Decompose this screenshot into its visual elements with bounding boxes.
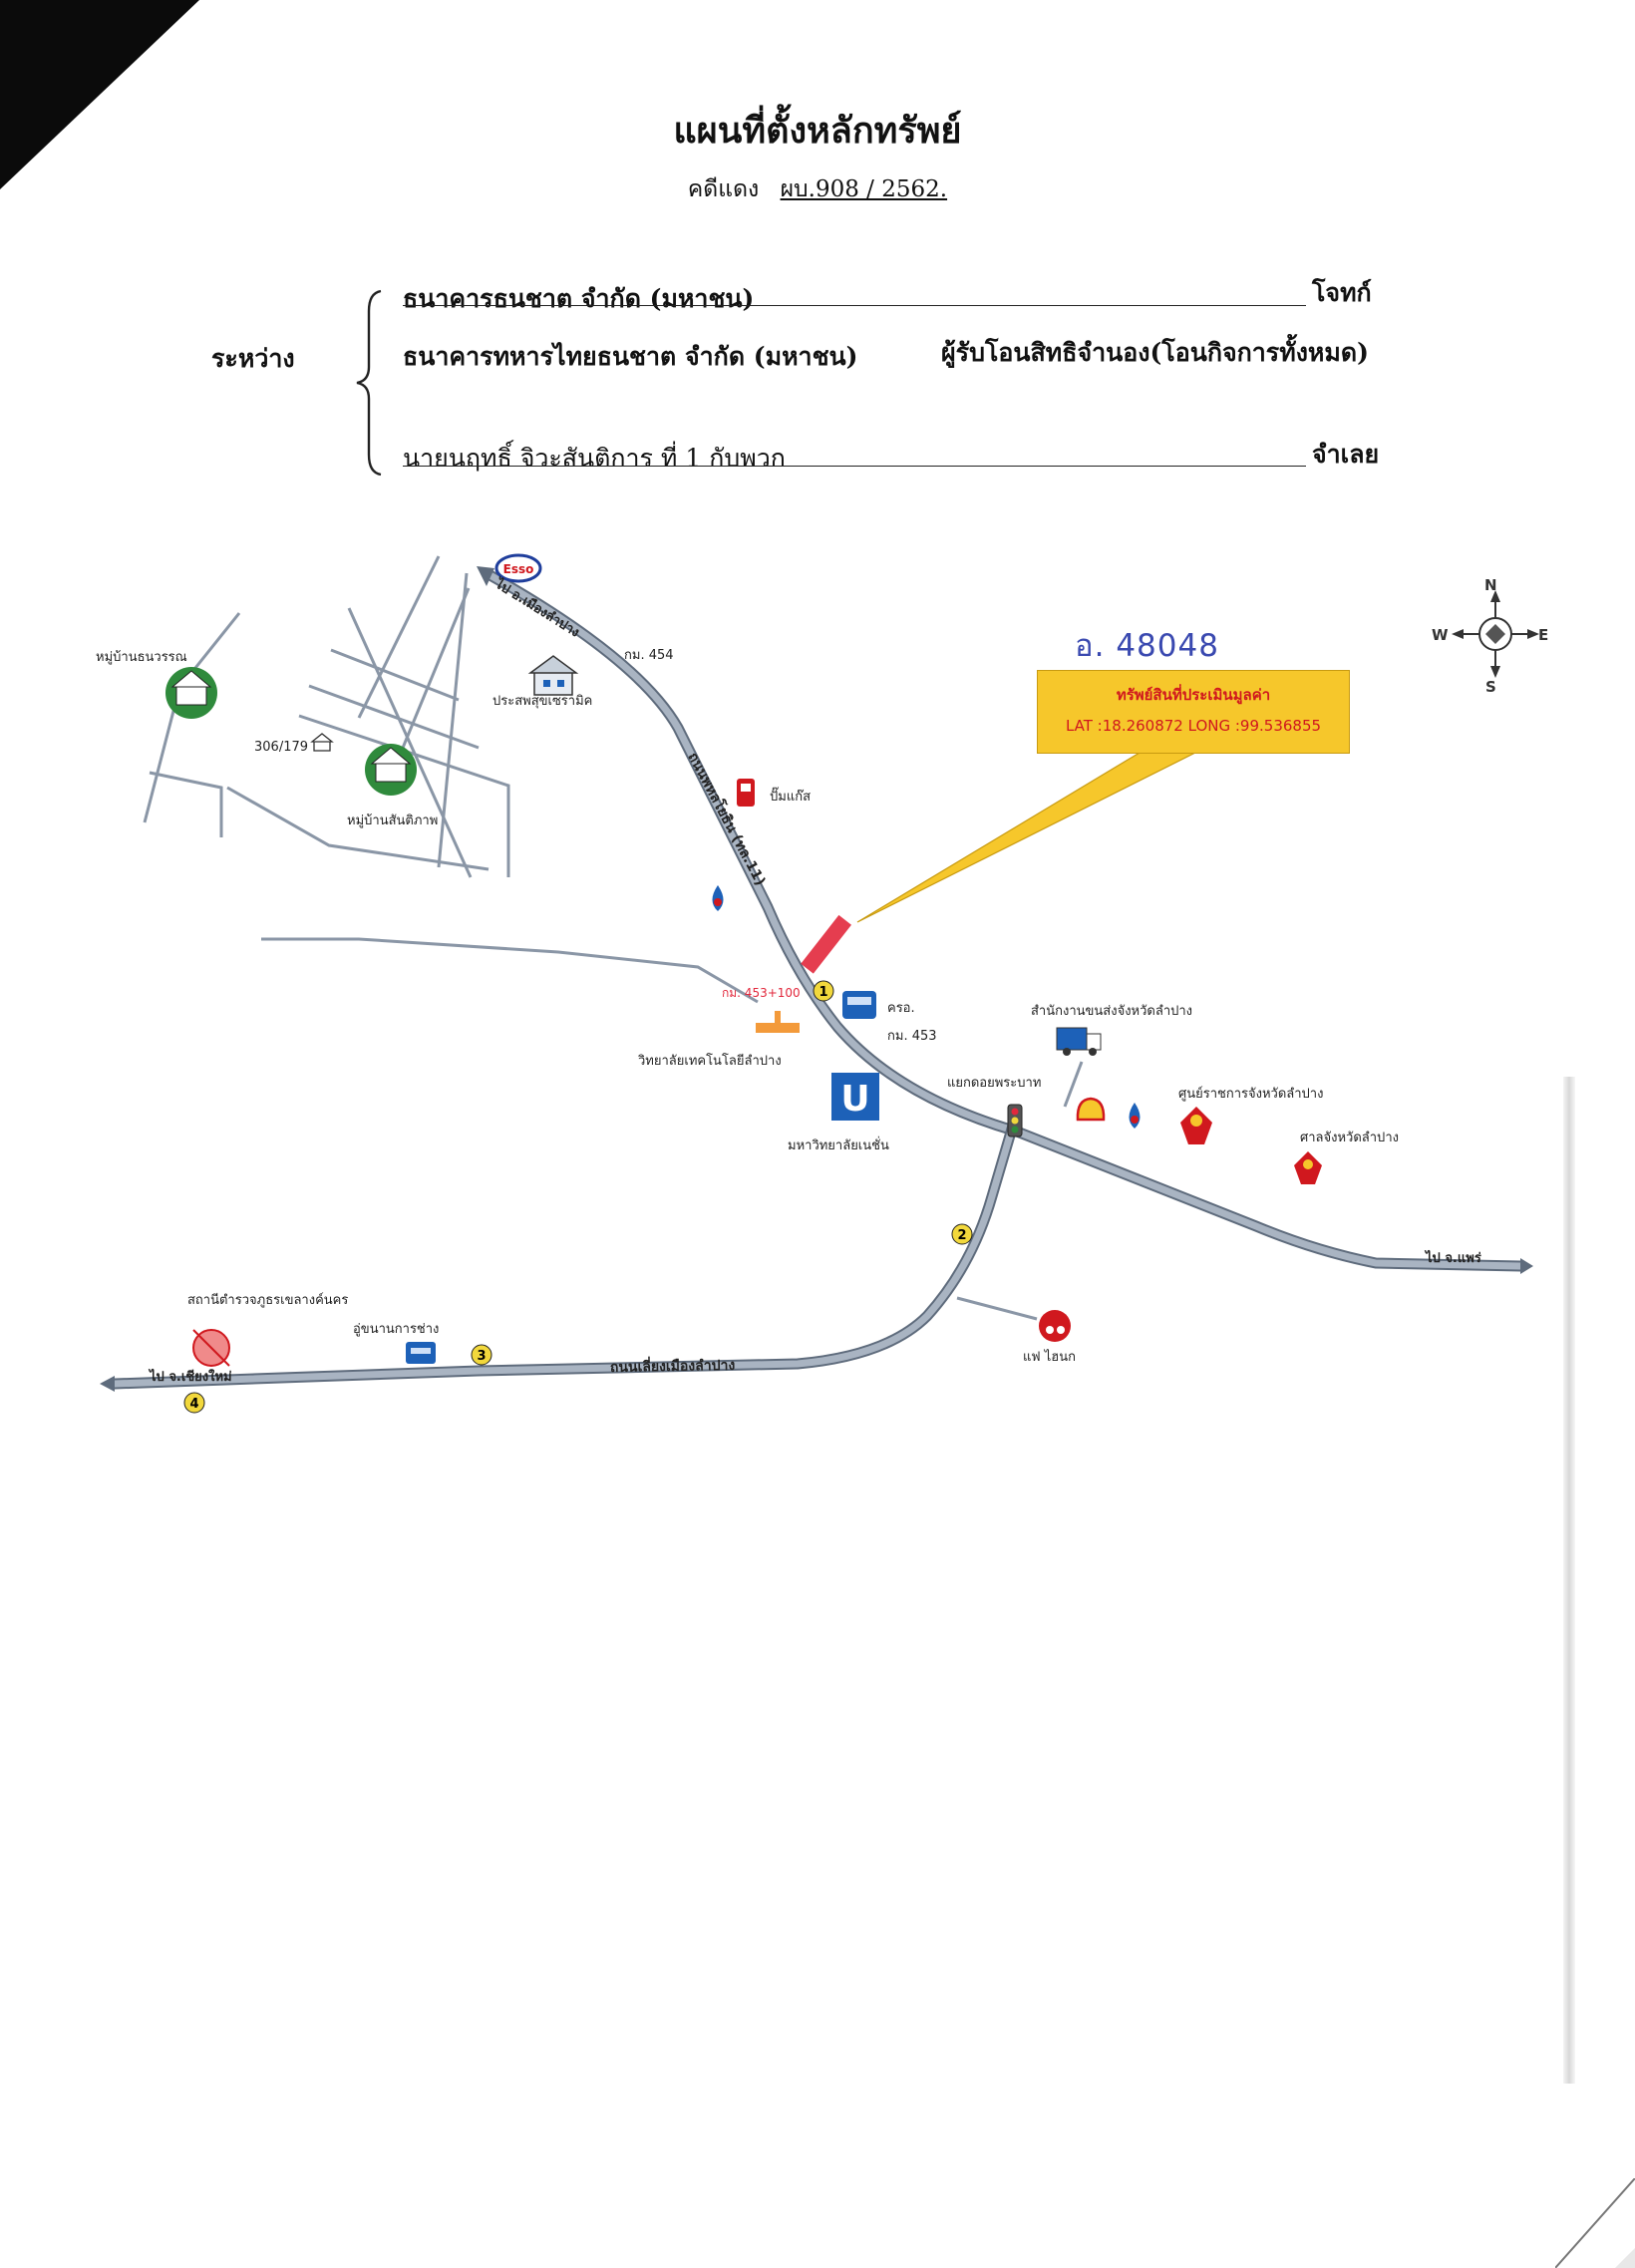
label-college: วิทยาลัยเทคโนโลยีลำปาง bbox=[638, 1054, 782, 1069]
label-ksor: ครอ. bbox=[887, 1001, 915, 1016]
gas-pump-icon bbox=[737, 779, 755, 807]
fuel-drop-icon bbox=[712, 885, 724, 911]
svg-text:Esso: Esso bbox=[503, 562, 534, 576]
road-label-bottom: ถนนเลี่ยงเมืองลำปาง bbox=[610, 1355, 736, 1376]
label-village-thanawan: หมู่บ้านธนวรรณ bbox=[96, 650, 187, 665]
road-label-mueang: ไป อ.เมืองลำปาง bbox=[490, 574, 582, 641]
arrow-to-phrae bbox=[1520, 1258, 1533, 1274]
label-km453: กม. 453 bbox=[887, 1029, 937, 1044]
garuda-emblem-icon bbox=[1294, 1151, 1322, 1184]
arrow-to-chiangmai bbox=[100, 1376, 115, 1392]
case-number: ผบ.908 / 2562. bbox=[780, 176, 948, 202]
garuda-emblem-icon bbox=[1180, 1107, 1212, 1144]
label-transport-office: สำนักงานขนส่งจังหวัดลำปาง bbox=[1031, 1004, 1193, 1019]
scan-corner-shadow bbox=[0, 0, 199, 189]
compass-north: N bbox=[1484, 576, 1497, 594]
police-icon bbox=[192, 1329, 230, 1367]
label-university: มหาวิทยาลัยเนชั่น bbox=[788, 1138, 889, 1153]
compass-south: S bbox=[1485, 678, 1496, 696]
label-garage: อู่ขนานการช่าง bbox=[353, 1322, 440, 1337]
main-roads bbox=[109, 567, 1526, 1390]
label-gov-center: ศูนย์ราชการจังหวัดลำปาง bbox=[1178, 1087, 1324, 1102]
garage-icon bbox=[406, 1342, 436, 1364]
fuel-drop-icon bbox=[1129, 1103, 1141, 1129]
village-streets bbox=[143, 555, 510, 878]
house-icon bbox=[527, 655, 579, 696]
case-number-line: คดีแดง ผบ.908 / 2562. bbox=[0, 171, 1635, 207]
marker-2-text: 2 bbox=[957, 1228, 966, 1243]
brace-symbol bbox=[356, 289, 382, 477]
village-santiphap-icon bbox=[365, 744, 417, 796]
road-label-top: ถนนพหลโยธิน (ทล.11) bbox=[684, 749, 770, 888]
page-title: แผนที่ตั้งหลักทรัพย์ bbox=[673, 110, 962, 152]
university-icon: U bbox=[831, 1073, 879, 1121]
location-map: Esso U bbox=[100, 553, 1539, 1414]
small-house-icon bbox=[310, 733, 334, 752]
km-marker-red: กม. 453+100 bbox=[722, 986, 801, 1000]
plaintiff-name: ธนาคารธนชาต จำกัด (มหาชน) bbox=[403, 284, 755, 313]
compass-icon bbox=[1452, 590, 1539, 678]
defendant-role: จำเลย bbox=[1312, 440, 1380, 469]
marker-4-text: 4 bbox=[189, 1397, 198, 1412]
route-marker: 1 2 3 4 bbox=[183, 980, 973, 1414]
label-house-number: 306/179 bbox=[254, 740, 309, 755]
college-icon bbox=[756, 1011, 800, 1033]
case-label: คดีแดง bbox=[687, 176, 760, 202]
label-gas-pump: ปั๊มแก๊ส bbox=[770, 790, 812, 805]
road-label-phrae: ไป จ.แพร่ bbox=[1424, 1249, 1481, 1266]
defendant-name: นายนฤทธิ์ จิวะสันติการ ที่ 1 กับพวก bbox=[403, 444, 786, 473]
page-edge-shadow bbox=[1563, 1077, 1575, 2084]
compass-east: E bbox=[1538, 626, 1549, 644]
arrow-to-mueang bbox=[477, 566, 494, 586]
callout-title: ทรัพย์สินที่ประเมินมูลค่า bbox=[1116, 686, 1271, 704]
road-label-chiangmai: ไป จ.เชียงใหม่ bbox=[148, 1368, 232, 1385]
traffic-light-icon bbox=[1007, 1104, 1023, 1137]
callout-pointer bbox=[856, 749, 1202, 923]
bus-icon bbox=[842, 991, 876, 1019]
label-motorbike-shop: แฟ ไฮนก bbox=[1023, 1350, 1076, 1365]
marker-3-text: 3 bbox=[477, 1349, 486, 1364]
svg-text:U: U bbox=[840, 1079, 869, 1120]
label-court: ศาลจังหวัดลำปาง bbox=[1300, 1131, 1399, 1145]
shell-logo-icon bbox=[1076, 1097, 1106, 1122]
page-fold-corner bbox=[1555, 2178, 1635, 2268]
esso-logo-icon: Esso bbox=[494, 553, 542, 583]
label-police: สถานีตำรวจภูธรเขลางค์นคร bbox=[187, 1293, 349, 1308]
handwritten-note: อ. 48048 bbox=[1075, 628, 1219, 664]
truck-icon bbox=[1056, 1027, 1102, 1056]
label-intersection: แยกดอยพระบาท bbox=[947, 1076, 1042, 1091]
between-label: ระหว่าง bbox=[211, 344, 295, 373]
label-prasat-ceramic: ประสพสุขเซรามิค bbox=[492, 694, 593, 709]
callout-coords: LAT :18.260872 LONG :99.536855 bbox=[1065, 717, 1322, 735]
transferee-name: ธนาคารทหารไทยธนชาต จำกัด (มหาชน) bbox=[403, 342, 858, 371]
defendant-underline bbox=[403, 466, 1306, 467]
marker-1-text: 1 bbox=[818, 985, 827, 1000]
plaintiff-underline bbox=[403, 305, 1306, 306]
label-km454: กม. 454 bbox=[624, 648, 674, 663]
compass-west: W bbox=[1432, 626, 1449, 644]
label-village-santiphap: หมู่บ้านสันติภาพ bbox=[347, 813, 439, 828]
plaintiff-role: โจทก์ bbox=[1312, 278, 1372, 307]
transferee-role: ผู้รับโอนสิทธิจำนอง(โอนกิจการทั้งหมด) bbox=[941, 338, 1369, 367]
property-callout: ทรัพย์สินที่ประเมินมูลค่า LAT :18.260872… bbox=[1037, 670, 1350, 754]
property-highlight bbox=[801, 914, 852, 974]
village-thanawan-icon bbox=[165, 667, 217, 719]
motorbike-shop-icon bbox=[1039, 1310, 1071, 1342]
